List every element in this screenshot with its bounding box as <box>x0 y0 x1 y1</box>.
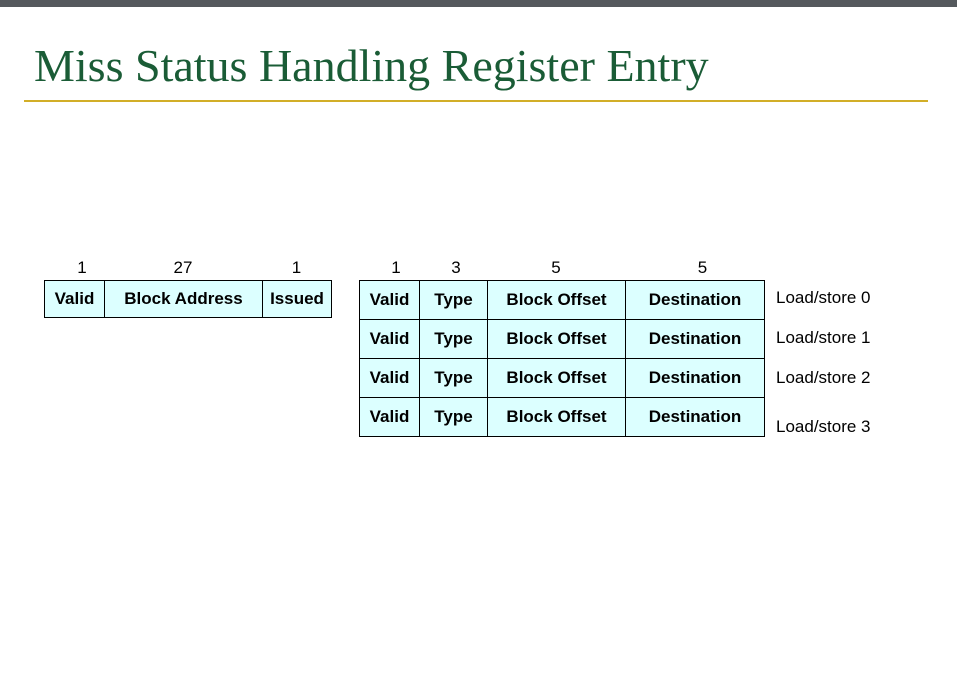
field-destination: Destination <box>625 280 765 320</box>
load-store-entries: Valid Type Block Offset Destination Vali… <box>359 280 765 437</box>
field-destination: Destination <box>625 397 765 437</box>
field-issued: Issued <box>262 280 332 318</box>
field-type: Type <box>419 397 488 437</box>
field-valid: Valid <box>359 280 420 320</box>
main-bitwidth-block-address: 27 <box>173 258 193 277</box>
title-underline <box>24 100 928 102</box>
field-type: Type <box>419 319 488 359</box>
load-store-label: Load/store 3 <box>776 417 871 436</box>
field-destination: Destination <box>625 319 765 359</box>
load-store-row: Valid Type Block Offset Destination <box>359 397 765 437</box>
top-bar <box>0 0 957 7</box>
load-store-label: Load/store 1 <box>776 328 871 347</box>
mshr-main-entry: Valid Block Address Issued <box>44 280 332 318</box>
main-bitwidth-issued: 1 <box>291 258 302 277</box>
main-entry-row: Valid Block Address Issued <box>44 280 332 318</box>
ls-bitwidth-destination: 5 <box>697 258 708 277</box>
load-store-row: Valid Type Block Offset Destination <box>359 280 765 320</box>
ls-bitwidth-type: 3 <box>451 258 461 277</box>
field-block-offset: Block Offset <box>487 319 626 359</box>
field-valid: Valid <box>359 397 420 437</box>
load-store-label: Load/store 0 <box>776 288 871 307</box>
field-block-address: Block Address <box>104 280 263 318</box>
field-block-offset: Block Offset <box>487 358 626 398</box>
field-valid: Valid <box>44 280 105 318</box>
load-store-row: Valid Type Block Offset Destination <box>359 358 765 398</box>
ls-bitwidth-block-offset: 5 <box>551 258 561 277</box>
field-type: Type <box>419 358 488 398</box>
slide-title: Miss Status Handling Register Entry <box>34 40 709 91</box>
ls-bitwidth-valid: 1 <box>391 258 401 277</box>
load-store-label: Load/store 2 <box>776 368 871 387</box>
main-bitwidth-valid: 1 <box>77 258 87 277</box>
field-destination: Destination <box>625 358 765 398</box>
field-block-offset: Block Offset <box>487 280 626 320</box>
field-valid: Valid <box>359 319 420 359</box>
load-store-row: Valid Type Block Offset Destination <box>359 319 765 359</box>
field-valid: Valid <box>359 358 420 398</box>
field-block-offset: Block Offset <box>487 397 626 437</box>
field-type: Type <box>419 280 488 320</box>
